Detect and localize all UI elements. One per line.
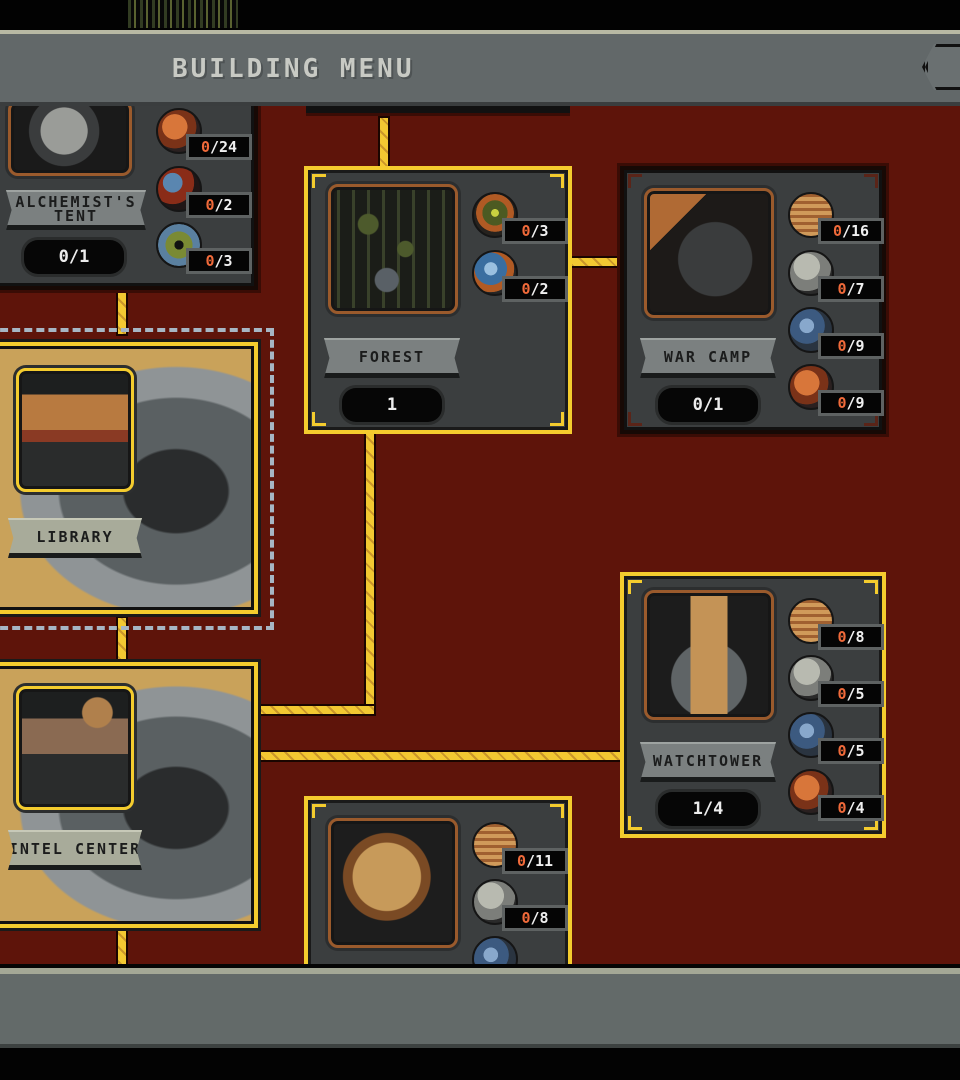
resource-requirement: 0/9 [788,364,888,420]
resource-requirement: 0/3 [472,192,572,248]
card-stub-top [306,106,570,116]
resource-count: 0/16 [818,218,884,244]
corner-ornament [550,174,564,188]
resource-count: 0/9 [818,390,884,416]
tree-sprite-fragment [128,0,238,28]
building-card-watchtower[interactable]: WATCHTOWER 1/4 0/8 0/5 0/5 0/4 [620,572,886,838]
connector-line [118,618,126,664]
corner-ornament [312,412,326,426]
building-name-plate: FOREST [324,338,460,378]
building-art [8,106,132,176]
top-edge [0,0,960,30]
building-name-plate: ALCHEMIST'S TENT [6,190,146,230]
resource-count: 0/5 [818,738,884,764]
building-count: 1 [342,388,442,422]
selection-frame [0,328,274,630]
corner-ornament [628,816,642,830]
resource-count: 0/9 [818,333,884,359]
connector-line [118,926,126,968]
corner-ornament [550,804,564,818]
building-art [644,188,774,318]
resource-count: 0/2 [186,192,252,218]
corner-ornament [628,580,642,594]
corner-ornament [628,412,642,426]
connector-line [258,752,620,760]
resource-requirement: 0/3 [156,222,256,278]
corner-ornament [864,816,878,830]
resource-requirement: 0/2 [156,166,256,222]
building-name-plate: WAR CAMP [640,338,776,378]
corner-ornament [312,804,326,818]
connector-line [118,292,126,334]
corner-ornament [550,412,564,426]
building-count: 1/4 [658,792,758,826]
resource-requirement: 0/4 [788,769,888,825]
building-name-plate: INTEL CENTER [8,830,142,870]
resource-requirement: 0/8 [788,598,888,654]
resource-requirement: 0/24 [156,108,256,164]
building-menu-footer [0,964,960,1048]
resource-count: 0/7 [818,276,884,302]
close-tab-icon[interactable] [922,44,960,90]
building-card-intel-center[interactable]: INTEL CENTER [0,662,258,928]
resource-count: 0/3 [186,248,252,274]
corner-ornament [864,174,878,188]
resource-requirement: 0/7 [788,250,888,306]
wood-icon [472,822,518,868]
building-card-alchemists-tent[interactable]: ALCHEMIST'S TENT 0/1 0/24 0/2 0/3 [0,106,258,290]
resource-count: 0/24 [186,134,252,160]
building-card-forest[interactable]: FOREST 1 0/3 0/2 [304,166,572,434]
building-card-library[interactable]: LIBRARY [0,342,258,614]
resource-count: 0/11 [502,848,568,874]
wood-icon [788,192,834,238]
building-art [328,818,458,948]
building-art [16,368,134,492]
resource-requirement [472,936,572,968]
resource-requirement: 0/5 [788,712,888,768]
resource-requirement: 0/2 [472,250,572,306]
building-name-plate: LIBRARY [8,518,142,558]
bottom-edge [0,1048,960,1080]
building-art [644,590,774,720]
corner-ornament [628,174,642,188]
building-card-war-camp[interactable]: WAR CAMP 0/1 0/16 0/7 0/9 0/9 [620,166,886,434]
connector-line [380,118,388,166]
resource-requirement: 0/9 [788,307,888,363]
building-name-plate: WATCHTOWER [640,742,776,782]
resource-requirement: 0/11 [472,822,572,878]
building-count: 0/1 [658,388,758,422]
resource-count: 0/5 [818,681,884,707]
resource-count: 0/8 [502,905,568,931]
connector-line [566,258,622,266]
resource-requirement: 0/16 [788,192,888,248]
building-menu-header: BUILDING MENU [0,30,960,106]
building-art [16,686,134,810]
resource-count: 0/3 [502,218,568,244]
corner-ornament [864,580,878,594]
resource-count: 0/4 [818,795,884,821]
building-art [328,184,458,314]
corner-ornament [864,412,878,426]
resource-requirement: 0/8 [472,879,572,935]
corner-ornament [312,174,326,188]
resource-count: 0/2 [502,276,568,302]
connector-line [258,706,374,714]
building-tree-board[interactable]: ALCHEMIST'S TENT 0/1 0/24 0/2 0/3 FOREST… [0,106,960,968]
building-card-hall[interactable]: 0/11 0/8 [304,796,572,968]
resource-count: 0/8 [818,624,884,650]
page-title: BUILDING MENU [172,54,415,84]
ore-icon [472,936,518,968]
resource-requirement: 0/5 [788,655,888,711]
connector-line [366,432,374,712]
building-count: 0/1 [24,240,124,274]
